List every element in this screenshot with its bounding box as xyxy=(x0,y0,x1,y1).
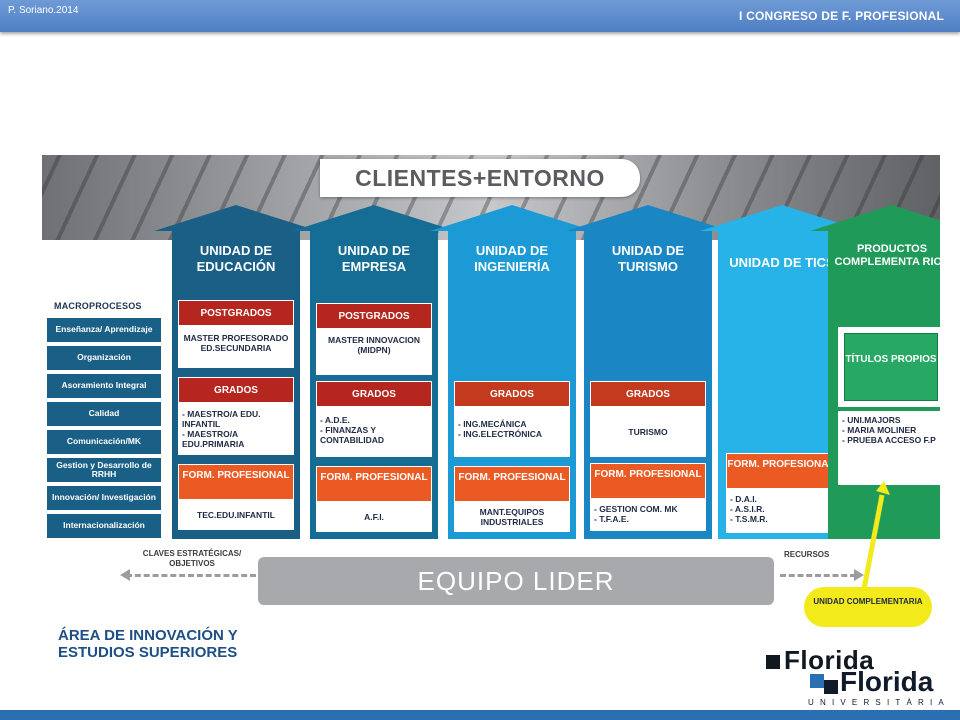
titulos-item: - PRUEBA ACCESO F.P xyxy=(842,435,936,445)
column-title: UNIDAD DE TURISMO xyxy=(611,243,685,274)
fp-item: - T.S.M.R. xyxy=(730,514,768,524)
grados-label: GRADOS xyxy=(590,381,706,407)
equipo-lider-box: EQUIPO LIDER xyxy=(258,557,774,605)
left-dashed-arrow xyxy=(126,574,256,577)
titulos-frame: TÍTULOS PROPIOS xyxy=(838,327,940,407)
column-tics: UNIDAD DE TICS FORM. PROFESIONAL - D.A.I… xyxy=(700,205,864,545)
titulos-body: - UNI.MAJORS - MARIA MOLINER - PRUEBA AC… xyxy=(838,411,940,485)
column-arrowhead xyxy=(292,205,456,231)
macro-item: Internacionalización xyxy=(46,513,162,539)
yellow-arrow xyxy=(861,481,890,590)
fp-label: FORM. PROFESIONAL xyxy=(590,463,706,499)
fp-item: - A.S.I.R. xyxy=(730,504,765,514)
header-bar: P. Soriano.2014 I CONGRESO DE F. PROFESI… xyxy=(0,0,960,32)
logo-square-dark-icon xyxy=(824,680,838,694)
column-arrowhead xyxy=(154,205,318,231)
organization-diagram: CLIENTES+ENTORNO MACROPROCESOS Enseñanza… xyxy=(42,145,940,680)
grados-item: - FINANZAS Y CONTABILIDAD xyxy=(320,425,385,445)
author-label: P. Soriano.2014 xyxy=(8,5,79,16)
fp-label: FORM. PROFESIONAL xyxy=(726,453,836,489)
footer-bar xyxy=(0,710,960,720)
area-innovacion-title: ÁREA DE INNOVACIÓN Y ESTUDIOS SUPERIORES xyxy=(58,627,238,661)
macro-item: Enseñanza/ Aprendizaje xyxy=(46,317,162,343)
column-title: UNIDAD DE EMPRESA xyxy=(337,243,411,274)
postgrados-body: MASTER INNOVACION (MIDPN) xyxy=(316,329,432,375)
fp-label: FORM. PROFESIONAL xyxy=(316,466,432,502)
logo-square-icon xyxy=(766,655,780,670)
fp-body: MANT.EQUIPOS INDUSTRIALES xyxy=(454,502,570,532)
titulos-label: TÍTULOS PROPIOS xyxy=(844,333,938,401)
grados-item: - MAESTRO/A EDU. INFANTIL xyxy=(182,409,261,429)
macro-item: Comunicación/MK xyxy=(46,429,162,455)
fp-label: FORM. PROFESIONAL xyxy=(178,464,294,500)
grados-item: - A.D.E. xyxy=(320,415,350,425)
right-dashed-arrow xyxy=(780,574,856,577)
postgrados-label: POSTGRADOS xyxy=(316,303,432,329)
macroprocesos-title: MACROPROCESOS xyxy=(54,301,142,311)
congress-title: I CONGRESO DE F. PROFESIONAL xyxy=(739,9,944,23)
column-arrowhead xyxy=(810,205,940,231)
column-educacion: UNIDAD DE EDUCACIÓN POSTGRADOS MASTER PR… xyxy=(154,205,318,545)
macro-item: Gestion y Desarrollo de RRHH xyxy=(46,457,162,483)
postgrados-label: POSTGRADOS xyxy=(178,300,294,326)
fp-body: - D.A.I. - A.S.I.R. - T.S.M.R. xyxy=(726,489,836,533)
macro-item: Innovación/ Investigación xyxy=(46,485,162,511)
column-title: UNIDAD DE TICS xyxy=(729,255,835,270)
macro-item: Asoramiento Integral xyxy=(46,373,162,399)
recursos-label: RECURSOS xyxy=(784,550,830,559)
grados-label: GRADOS xyxy=(454,381,570,407)
inner-florida-logo: Florida xyxy=(766,645,874,676)
grados-body: - MAESTRO/A EDU. INFANTIL - MAESTRO/A ED… xyxy=(178,403,294,455)
fp-item: - D.A.I. xyxy=(730,494,757,504)
grados-label: GRADOS xyxy=(178,377,294,403)
fp-body: A.F.I. xyxy=(316,502,432,532)
titulos-item: - MARIA MOLINER xyxy=(842,425,917,435)
grados-body: - ING.MECÁNICA - ING.ELECTRÓNICA xyxy=(454,407,570,457)
logo-square-blue-icon xyxy=(810,674,824,688)
fp-item: - GESTION COM. MK xyxy=(594,504,678,514)
left-arrowhead xyxy=(120,569,130,581)
grados-item: - MAESTRO/A EDU.PRIMARIA xyxy=(182,429,245,449)
grados-item: - ING.ELECTRÓNICA xyxy=(458,429,543,439)
grados-item: - ING.MECÁNICA xyxy=(458,419,527,429)
fp-label: FORM. PROFESIONAL xyxy=(454,466,570,502)
fp-body: - GESTION COM. MK - T.F.A.E. xyxy=(590,499,706,531)
fp-item: - T.F.A.E. xyxy=(594,514,629,524)
claves-label: CLAVES ESTRATÉGICAS/ OBJETIVOS xyxy=(142,549,242,568)
macro-item: Calidad xyxy=(46,401,162,427)
diagram-title-box: CLIENTES+ENTORNO xyxy=(320,159,640,197)
right-arrowhead xyxy=(854,569,864,581)
column-title: UNIDAD DE INGENIERÍA xyxy=(474,243,550,274)
titulos-item: - UNI.MAJORS xyxy=(842,415,901,425)
column-ingenieria: UNIDAD DE INGENIERÍA GRADOS - ING.MECÁNI… xyxy=(430,205,594,545)
logo-subtitle: UNIVERSITÀRIA xyxy=(808,698,950,707)
fp-body: TEC.EDU.INFANTIL xyxy=(178,500,294,530)
florida-logo: Florida UNIVERSITÀRIA xyxy=(806,668,958,708)
column-title: PRODUCTOS COMPLEMENTA RIOS xyxy=(834,243,940,268)
column-empresa: UNIDAD DE EMPRESA POSTGRADOS MASTER INNO… xyxy=(292,205,456,545)
grados-body: TURISMO xyxy=(590,407,706,457)
unidad-complementaria-badge: UNIDAD COMPLEMENTARIA xyxy=(804,587,932,627)
grados-body: - A.D.E. - FINANZAS Y CONTABILIDAD xyxy=(316,407,432,457)
logo-word: Florida xyxy=(840,666,934,697)
column-turismo: UNIDAD DE TURISMO GRADOS TURISMO FORM. P… xyxy=(566,205,730,545)
macro-item: Organización xyxy=(46,345,162,371)
column-title: UNIDAD DE EDUCACIÓN xyxy=(196,243,276,274)
diagram-title: CLIENTES+ENTORNO xyxy=(355,165,605,191)
inner-logo-text: Florida xyxy=(784,645,875,675)
grados-label: GRADOS xyxy=(316,381,432,407)
postgrados-body: MASTER PROFESORADO ED.SECUNDARIA xyxy=(178,326,294,368)
